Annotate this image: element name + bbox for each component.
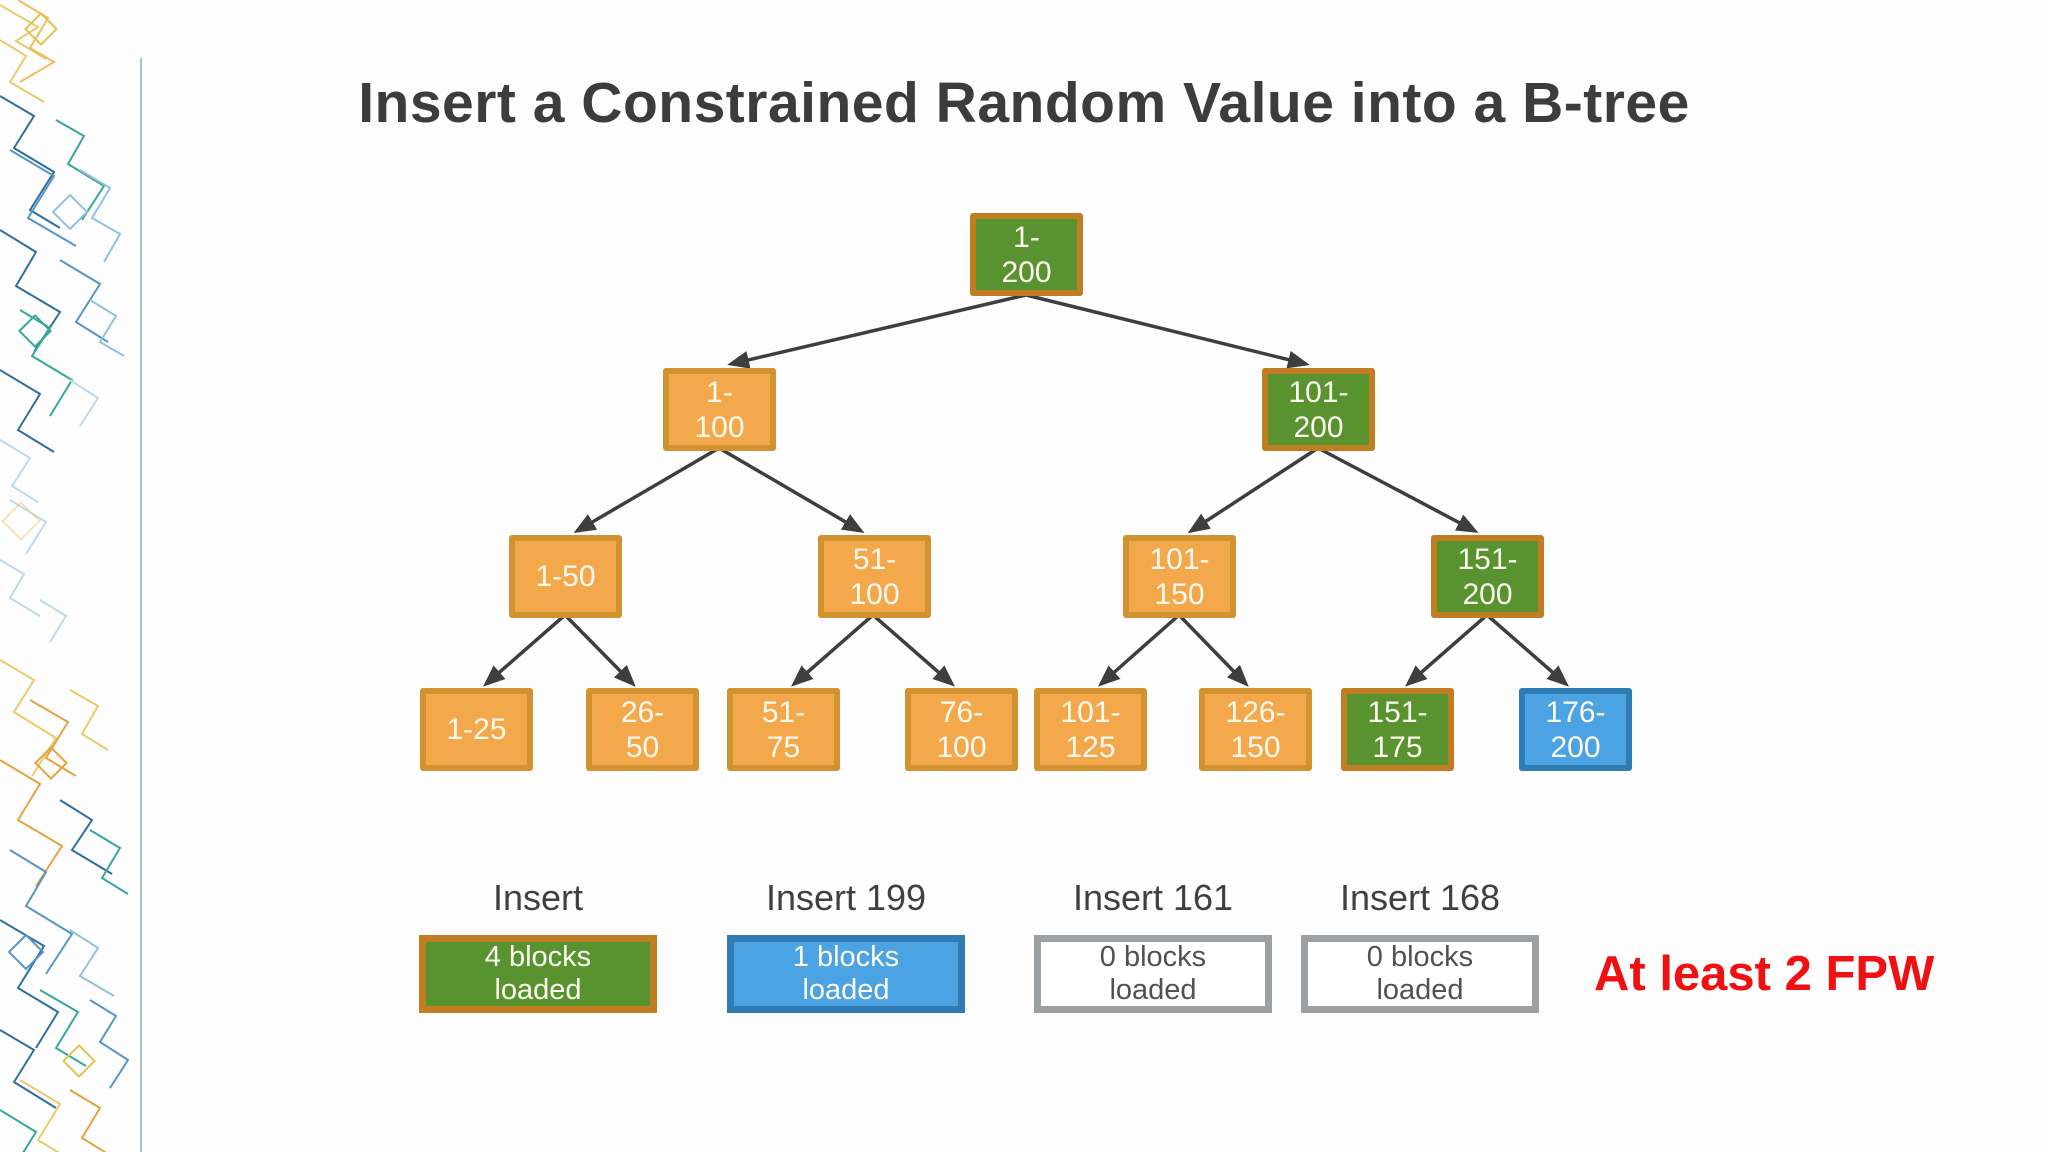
legend-label: Insert 168 [1339, 877, 1501, 918]
tree-edge [790, 613, 875, 687]
node-label-line: 51- [761, 695, 806, 729]
node-label-line: 100 [936, 730, 987, 764]
node-label-line: 176- [1545, 695, 1606, 729]
tree-edge [482, 613, 567, 687]
tree-node-1-50: 1-50 [509, 535, 622, 618]
legend-box-0-blocks-loaded: 0 blocks loaded [1034, 935, 1272, 1013]
legend-box-line: loaded [1109, 974, 1197, 1006]
tree-node-151-200: 151- 200 [1431, 535, 1544, 618]
legend-box-line: 4 blocks [484, 941, 592, 973]
tree-edge [573, 446, 720, 534]
node-label-line: 1-50 [535, 560, 596, 593]
legend-box-4-blocks-loaded: 4 blocks loaded [419, 935, 657, 1013]
tree-node-151-175: 151- 175 [1341, 688, 1454, 771]
tree-node-1-200: 1- 200 [970, 213, 1083, 296]
tree-node-1-25: 1-25 [420, 688, 533, 771]
tree-node-51-100: 51- 100 [818, 535, 931, 618]
tree-node-126-150: 126- 150 [1199, 688, 1312, 771]
node-label-line: 200 [1550, 730, 1601, 764]
node-label-line: 51- [852, 542, 897, 576]
tree-node-176-200: 176- 200 [1519, 688, 1632, 771]
node-label-line: 75 [766, 730, 801, 764]
legend-label: Insert [492, 877, 584, 918]
tree-edge [563, 613, 636, 687]
node-label-line: 101- [1288, 375, 1349, 409]
legend-label: Insert 161 [1072, 877, 1234, 918]
node-label-line: 200 [1462, 577, 1513, 611]
tree-node-101-200: 101- 200 [1262, 368, 1375, 451]
legend-box-line: 0 blocks [1366, 941, 1474, 973]
tree-edge [871, 613, 956, 687]
node-label-line: 1-25 [446, 713, 507, 746]
legend-item-insert: Insert 4 blocks loaded [419, 872, 657, 1013]
tree-node-101-150: 101- 150 [1123, 535, 1236, 618]
node-label-line: 200 [1293, 410, 1344, 444]
tree-edge [1025, 293, 1310, 369]
tree-edge [1317, 446, 1479, 533]
tree-edge [727, 293, 1027, 369]
tree-edge [1177, 613, 1249, 687]
node-label-line: 100 [849, 577, 900, 611]
node-label-line: 100 [694, 410, 745, 444]
tree-node-76-100: 76- 100 [905, 688, 1018, 771]
node-label-line: 175 [1372, 730, 1423, 764]
node-label-line: 101- [1149, 542, 1210, 576]
legend-label: Insert 199 [765, 877, 927, 918]
legend-box-1-blocks-loaded: 1 blocks loaded [727, 935, 965, 1013]
legend-box-line: 0 blocks [1099, 941, 1207, 973]
legend-box-line: loaded [1376, 974, 1464, 1006]
node-label-line: 150 [1230, 730, 1281, 764]
node-label-line: 1- [1013, 220, 1040, 254]
node-label-line: 26- [620, 695, 665, 729]
tree-node-26-50: 26- 50 [586, 688, 699, 771]
node-label-line: 126- [1225, 695, 1286, 729]
tree-node-101-125: 101- 125 [1034, 688, 1147, 771]
legend-item-insert-199: Insert 199 1 blocks loaded [727, 872, 965, 1013]
tree-node-1-100: 1- 100 [663, 368, 776, 451]
legend-item-insert-161: Insert 161 0 blocks loaded [1034, 872, 1272, 1013]
node-label-line: 125 [1065, 730, 1116, 764]
legend-box-0-blocks-loaded: 0 blocks loaded [1301, 935, 1539, 1013]
tree-edge [1404, 613, 1489, 687]
node-label-line: 200 [1001, 255, 1052, 289]
tree-edge [1098, 613, 1181, 687]
tree-node-51-75: 51- 75 [727, 688, 840, 771]
legend-box-line: 1 blocks [792, 941, 900, 973]
tree-edge [1485, 613, 1570, 687]
node-label-line: 101- [1060, 695, 1121, 729]
node-label-line: 1- [706, 375, 733, 409]
node-label-line: 151- [1457, 542, 1518, 576]
node-label-line: 50 [625, 730, 660, 764]
tree-edge [1187, 446, 1319, 534]
tree-edge [718, 446, 865, 534]
node-label-line: 151- [1367, 695, 1428, 729]
node-label-line: 150 [1154, 577, 1205, 611]
node-label-line: 76- [939, 695, 984, 729]
legend-box-line: loaded [802, 974, 890, 1006]
fpw-annotation: At least 2 FPW [1594, 947, 1935, 1001]
legend-item-insert-168: Insert 168 0 blocks loaded [1301, 872, 1539, 1013]
legend-box-line: loaded [494, 974, 582, 1006]
slide-title: Insert a Constrained Random Value into a… [358, 71, 1690, 135]
decorative-circuit-pattern [0, 0, 142, 1152]
